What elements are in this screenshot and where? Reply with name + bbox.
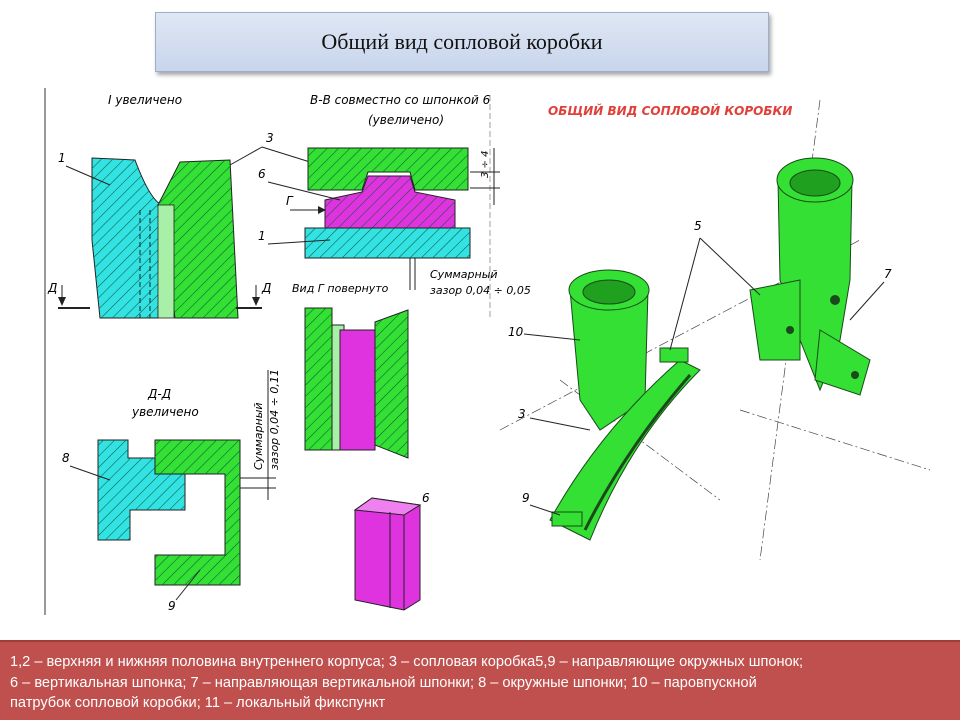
callout-6b: 6 <box>422 491 430 505</box>
key-6-isometric: 6 <box>353 491 430 611</box>
title-box: Общий вид сопловой коробки <box>155 12 769 72</box>
callout-3b: 3 <box>518 407 526 421</box>
callout-9a: 9 <box>168 599 176 613</box>
callout-8: 8 <box>62 451 70 465</box>
view-dd-label-2: увеличено <box>131 405 199 419</box>
callout-3a: 3 <box>266 131 274 145</box>
view-dd: Д-Д увеличено Суммарный зазор 0,04 ÷ 0,1… <box>62 369 281 613</box>
caption-line-3: патрубок сопловой коробки; 11 – локальны… <box>10 695 386 711</box>
d-left-label: Д <box>47 281 57 295</box>
d-right-label: Д <box>261 281 271 295</box>
view-i-label: I увеличено <box>108 93 182 107</box>
callout-9b: 9 <box>522 491 530 505</box>
legend-caption: 1,2 – верхняя и нижняя половина внутренн… <box>0 640 960 720</box>
view-bb: В-В совместно со шпонкой 6 (увеличено) 3… <box>258 93 531 297</box>
slide-title: Общий вид сопловой коробки <box>321 29 603 54</box>
dim-3-4: 3 ÷ 4 <box>480 151 491 178</box>
view-dd-label-1: Д-Д <box>147 387 171 401</box>
callout-6a: 6 <box>258 167 266 181</box>
gap-side-label-1: Суммарный <box>252 402 265 470</box>
callout-7: 7 <box>884 267 892 281</box>
view-bb-label-2: (увеличено) <box>368 113 444 127</box>
technical-drawing: I увеличено Д Д 1 3 В-В совместно со шпо… <box>44 88 931 615</box>
view-g-label: Вид Г повернуто <box>292 282 389 295</box>
view-bb-label-1: В-В совместно со шпонкой 6 <box>310 93 491 107</box>
gap-top-label-1: Суммарный <box>430 268 498 281</box>
callout-5: 5 <box>694 219 702 233</box>
gap-top-label-2: зазор 0,04 ÷ 0,05 <box>430 284 531 297</box>
iso-title: ОБЩИЙ ВИД СОПЛОВОЙ КОРОБКИ <box>548 103 792 118</box>
caption-line-2: 6 – вертикальная шпонка; 7 – направляюща… <box>10 674 757 691</box>
caption-line-1: 1,2 – верхняя и нижняя половина внутренн… <box>10 654 804 670</box>
g-arrow-label: Г <box>286 194 294 208</box>
nozzle-box-isometric: ОБЩИЙ ВИД СОПЛОВОЙ КОРОБКИ 5 7 10 3 <box>499 99 931 561</box>
view-g: Вид Г повернуто <box>292 282 409 459</box>
gap-side-label-2: зазор 0,04 ÷ 0,11 <box>268 369 281 470</box>
view-i: I увеличено Д Д 1 3 <box>47 93 311 319</box>
callout-1b: 1 <box>258 229 266 243</box>
callout-10: 10 <box>508 325 524 339</box>
callout-1a: 1 <box>58 151 66 165</box>
